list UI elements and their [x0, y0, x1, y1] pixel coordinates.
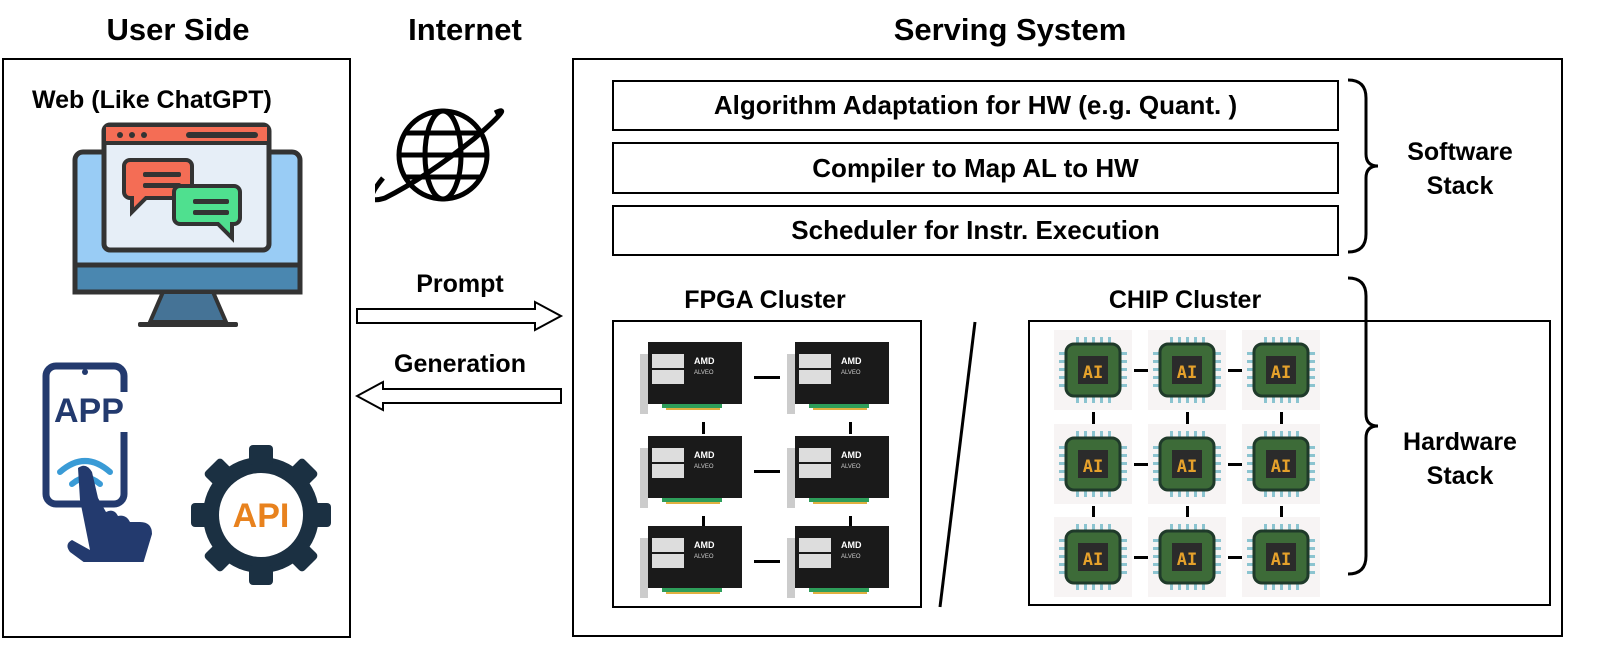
fpga-link-vertical [702, 422, 705, 434]
ai-chip-icon: AI [1242, 330, 1320, 410]
fpga-cluster-label: FPGA Cluster [684, 286, 846, 314]
software-layer-scheduler: Scheduler for Instr. Execution [612, 205, 1339, 256]
fpga-link-vertical [702, 516, 705, 528]
fpga-card-model: ALVEO [841, 464, 861, 470]
hardware-stack-label-line1: Hardware [1403, 428, 1517, 456]
software-stack-label: Software Stack [1385, 135, 1535, 203]
fpga-link-vertical [849, 516, 852, 528]
fpga-link-horizontal [754, 470, 780, 473]
app-touch-icon: APP [42, 362, 152, 562]
chip-link-horizontal [1134, 556, 1148, 559]
prompt-label: Prompt [416, 270, 504, 298]
fpga-link-vertical [849, 422, 852, 434]
ai-chip-icon: AI [1054, 424, 1132, 504]
software-layer-compiler: Compiler to Map AL to HW [612, 142, 1339, 194]
ai-chip-icon: AI [1054, 517, 1132, 597]
chip-label: AI [1177, 550, 1197, 570]
fpga-card: AMD ALVEO [632, 336, 750, 418]
serving-system-heading: Serving System [893, 12, 1127, 47]
chip-link-horizontal [1228, 556, 1242, 559]
fpga-card: AMD ALVEO [779, 520, 897, 602]
chip-link-vertical [1186, 412, 1189, 424]
chip-link-vertical [1092, 506, 1095, 518]
chip-label: AI [1271, 457, 1291, 477]
fpga-card-model: ALVEO [694, 554, 714, 560]
app-label: APP [54, 392, 124, 430]
chip-cluster-label: CHIP Cluster [1108, 286, 1262, 314]
fpga-card-model: ALVEO [694, 464, 714, 470]
fpga-card-model: ALVEO [841, 370, 861, 376]
ai-chip-icon: AI [1148, 517, 1226, 597]
chip-link-vertical [1280, 412, 1283, 424]
chip-link-horizontal [1134, 369, 1148, 372]
globe-icon [375, 108, 505, 203]
chip-label: AI [1083, 457, 1103, 477]
fpga-card-model: ALVEO [694, 370, 714, 376]
chip-label: AI [1083, 363, 1103, 383]
ai-chip-icon: AI [1148, 424, 1226, 504]
chip-label: AI [1177, 363, 1197, 383]
fpga-card-brand: AMD [694, 540, 715, 550]
ai-chip-icon: AI [1242, 517, 1320, 597]
monitor-chat-icon [72, 122, 303, 327]
software-stack-label-line1: Software [1407, 138, 1513, 166]
fpga-card: AMD ALVEO [632, 520, 750, 602]
chip-cluster-box: AI AI AI AI AI AI AI AI AI [1028, 320, 1551, 606]
fpga-card-brand: AMD [841, 450, 862, 460]
software-layer-algorithm-adaptation: Algorithm Adaptation for HW (e.g. Quant.… [612, 80, 1339, 131]
ai-chip-icon: AI [1148, 330, 1226, 410]
fpga-link-horizontal [754, 376, 780, 379]
user-side-heading: User Side [106, 12, 250, 47]
fpga-card: AMD ALVEO [779, 336, 897, 418]
user-side-panel: Web (Like ChatGPT) APP [2, 58, 351, 638]
api-label: API [233, 497, 290, 535]
web-label: Web (Like ChatGPT) [32, 86, 272, 114]
generation-arrow-left [355, 380, 562, 412]
stack-braces [1347, 78, 1379, 576]
chip-label: AI [1271, 363, 1291, 383]
chip-label: AI [1177, 457, 1197, 477]
fpga-card-brand: AMD [841, 356, 862, 366]
ai-chip-icon: AI [1054, 330, 1132, 410]
serving-system-panel [572, 58, 1563, 637]
chip-link-vertical [1092, 412, 1095, 424]
fpga-card: AMD ALVEO [779, 430, 897, 512]
cluster-separator-slash [938, 321, 977, 608]
ai-chip-icon: AI [1242, 424, 1320, 504]
hardware-stack-label: Hardware Stack [1385, 425, 1535, 493]
chip-label: AI [1083, 550, 1103, 570]
chip-label: AI [1271, 550, 1291, 570]
fpga-cluster-box: AMD ALVEO AMD ALVEO AMD ALVEO AMD ALVEO AMD ALVEO… [612, 320, 922, 608]
chip-link-horizontal [1228, 369, 1242, 372]
software-stack-label-line2: Stack [1426, 172, 1494, 200]
internet-heading: Internet [408, 12, 522, 47]
chip-link-vertical [1186, 506, 1189, 518]
generation-label: Generation [394, 350, 526, 378]
fpga-card-brand: AMD [694, 356, 715, 366]
fpga-link-horizontal [754, 560, 780, 563]
fpga-card-brand: AMD [694, 450, 715, 460]
fpga-card: AMD ALVEO [632, 430, 750, 512]
prompt-arrow-right [356, 300, 564, 332]
chip-link-vertical [1280, 506, 1283, 518]
fpga-card-brand: AMD [841, 540, 862, 550]
api-gear-icon: API [191, 445, 331, 585]
chip-link-horizontal [1228, 463, 1242, 466]
hardware-stack-label-line2: Stack [1426, 462, 1494, 490]
chip-link-horizontal [1134, 463, 1148, 466]
fpga-card-model: ALVEO [841, 554, 861, 560]
